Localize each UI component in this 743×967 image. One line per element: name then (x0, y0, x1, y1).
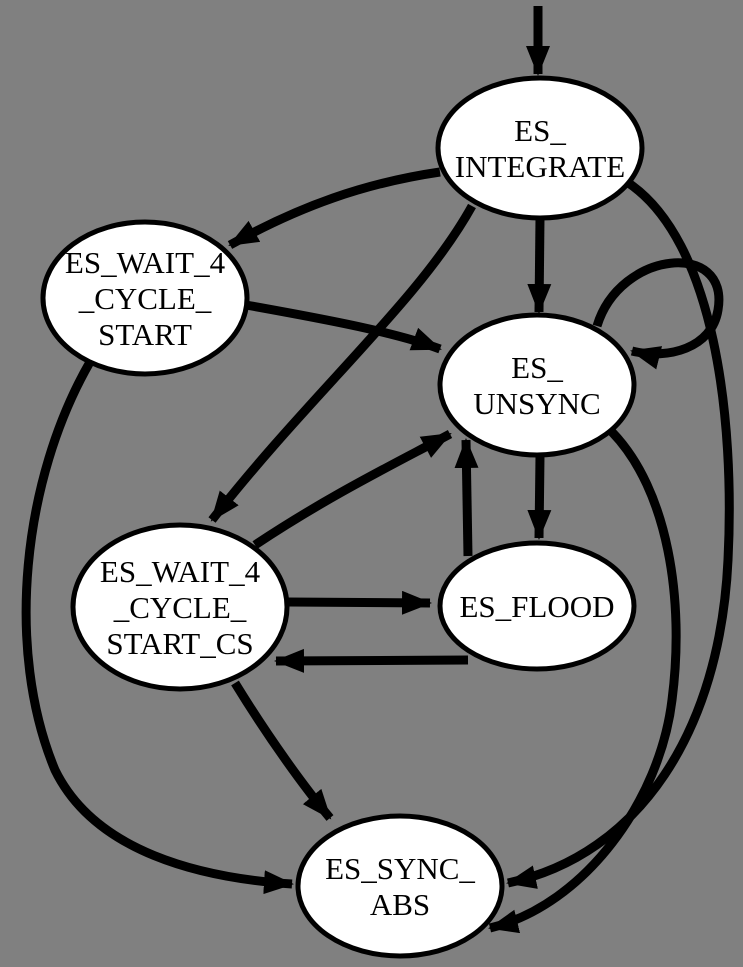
state-label: ES_WAIT_4_CYCLE_START_CS (100, 554, 261, 661)
transition-ES_INTEGRATE-to-ES_WAIT_4_CYCLE_START_CS (208, 203, 476, 523)
edges-layer (21, 6, 734, 934)
state-ellipse (435, 75, 645, 221)
transition-ES_UNSYNC-to-ES_FLOOD (527, 455, 552, 540)
state-node-ES_FLOOD: ES_FLOOD (437, 540, 637, 672)
transition-ES_UNSYNC-to-ES_UNSYNC (592, 258, 724, 370)
transition-ES_INTEGRATE-to-ES_SYNC_ABS (506, 178, 734, 889)
nodes-layer: ES_INTEGRATE ES_WAIT_4_CYCLE_START ES_UNSY… (40, 75, 645, 959)
state-node-ES_WAIT_4_CYCLE_START: ES_WAIT_4_CYCLE_START (40, 219, 250, 377)
transition-ES_UNSYNC-to-ES_SYNC_ABS (488, 428, 681, 934)
state-ellipse (437, 312, 637, 458)
state-label: ES_UNSYNC (473, 350, 600, 421)
transition-ES_FLOOD-to-ES_UNSYNC (454, 438, 479, 557)
state-ellipse (437, 540, 637, 672)
state-ellipse (40, 219, 250, 377)
state-label: ES_SYNC_ABS (325, 851, 475, 922)
transition-ES_WAIT_4_CYCLE_START_CS-to-ES_FLOOD (287, 590, 432, 615)
transition-ES_WAIT_4_CYCLE_START_CS-to-ES_UNSYNC (252, 430, 453, 549)
transition-ES_WAIT_4_CYCLE_START-to-ES_SYNC_ABS (21, 359, 294, 895)
transition-ES_INTEGRATE-to-ES_UNSYNC (527, 217, 552, 314)
state-node-ES_SYNC_ABS: ES_SYNC_ABS (295, 813, 505, 959)
state-label: ES_WAIT_4_CYCLE_START (65, 245, 226, 352)
state-ellipse (295, 813, 505, 959)
transition-ES_WAIT_4_CYCLE_START-to-ES_UNSYNC (245, 300, 442, 354)
state-ellipse (70, 522, 290, 692)
state-label: ES_FLOOD (459, 589, 614, 624)
state-node-ES_INTEGRATE: ES_INTEGRATE (435, 75, 645, 221)
state-node-ES_WAIT_4_CYCLE_START_CS: ES_WAIT_4_CYCLE_START_CS (70, 522, 290, 692)
state-node-ES_UNSYNC: ES_UNSYNC (437, 312, 637, 458)
state-label: ES_INTEGRATE (455, 113, 625, 184)
transition-ES_WAIT_4_CYCLE_START_CS-to-ES_SYNC_ABS (231, 680, 334, 821)
transition-ES_INTEGRATE-to-ES_WAIT_4_CYCLE_START (227, 167, 441, 249)
transition-ES_FLOOD-to-ES_WAIT_4_CYCLE_START_CS (274, 648, 469, 673)
